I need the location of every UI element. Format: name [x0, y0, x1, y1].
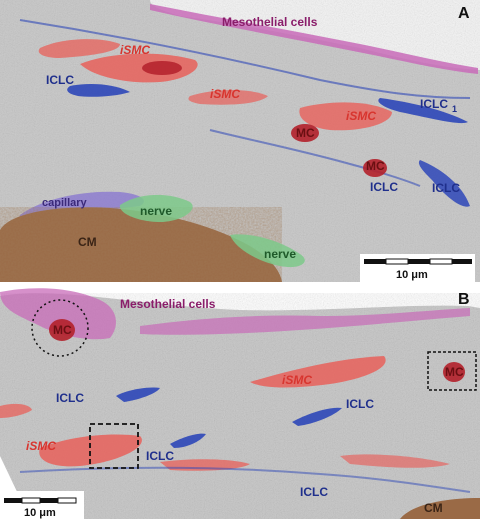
panel-a: A Mesothelial cells iSMC iSMC iSMC ICLC …	[0, 0, 480, 282]
ismc-shape-4	[299, 102, 392, 131]
iclc-label-2: ICLC	[346, 397, 374, 411]
nerve-shape-1	[119, 194, 193, 222]
iclc-shape-2	[378, 98, 468, 124]
ismc-highlight-box	[89, 423, 139, 469]
panel-letter: B	[458, 291, 470, 308]
mc-shape-2	[363, 159, 387, 177]
iclc-label-2: ICLC	[420, 97, 448, 111]
panel-b: B Mesothelial cells MC MC iSMC iSMC ICLC…	[0, 286, 480, 519]
iclc-label-2-subscript: 1	[452, 104, 457, 114]
mc-label-2: MC	[366, 159, 385, 173]
mesothelial-shape-1	[0, 288, 116, 340]
mc-label-2: MC	[445, 365, 464, 379]
mc-label-1: MC	[53, 323, 72, 337]
mesothelial-label: Mesothelial cells	[120, 297, 216, 311]
scale-bar: 10 μm	[360, 254, 475, 282]
panel-letter: A	[458, 5, 470, 22]
iclc-process-1	[19, 19, 471, 99]
ismc-label-1: iSMC	[120, 43, 150, 57]
ismc-shape-3	[0, 403, 32, 418]
mesothelial-shape-2	[140, 308, 470, 335]
nerve-shape-2	[230, 234, 305, 268]
iclc-shape-3	[418, 160, 470, 207]
ismc-shape-2	[39, 434, 142, 467]
iclc-label-3: ICLC	[370, 180, 398, 194]
ismc-shape-5	[340, 454, 450, 468]
iclc-label-4: ICLC	[432, 181, 460, 195]
ismc-label-3: iSMC	[346, 109, 376, 123]
iclc-shape-1	[116, 387, 160, 402]
nerve-label-1: nerve	[140, 204, 172, 218]
iclc-shape-2	[292, 407, 342, 426]
cm-label: CM	[78, 235, 97, 249]
ismc-shape-3	[188, 90, 268, 105]
iclc-shape-1	[67, 84, 130, 97]
mc-highlight-circle	[31, 299, 89, 357]
nerve-label-2: nerve	[264, 247, 296, 261]
cm-label: CM	[424, 501, 443, 515]
ismc-shape-2	[80, 53, 198, 83]
scale-label: 10 μm	[24, 507, 56, 519]
iclc-label-1: ICLC	[56, 391, 84, 405]
mc-shape-2	[443, 362, 465, 382]
mc-highlight-box	[427, 351, 477, 391]
scale-label: 10 μm	[396, 269, 428, 281]
panel-b-micrograph: B Mesothelial cells MC MC iSMC iSMC ICLC…	[0, 286, 480, 519]
ismc-label-2: iSMC	[210, 87, 240, 101]
cardiomyocyte-texture	[0, 207, 282, 282]
mc-label-1: MC	[296, 126, 315, 140]
mesothelial-layer	[150, 4, 478, 74]
mc-shape-1	[291, 124, 319, 142]
iclc-label-4: ICLC	[300, 485, 328, 499]
ismc-label-2: iSMC	[26, 439, 56, 453]
iclc-label-3: ICLC	[146, 449, 174, 463]
ismc-nucleus-1	[142, 61, 182, 75]
capillary-label: capillary	[42, 197, 88, 209]
iclc-label-1: ICLC	[46, 73, 74, 87]
cardiomyocyte-shape	[400, 498, 480, 519]
mc-shape-1	[49, 319, 75, 341]
mesothelial-label: Mesothelial cells	[222, 15, 318, 29]
ismc-shape-1	[38, 39, 120, 58]
ismc-shape-1	[250, 356, 386, 388]
panel-a-micrograph: A Mesothelial cells iSMC iSMC iSMC ICLC …	[0, 0, 480, 282]
ismc-label-1: iSMC	[282, 373, 312, 387]
scale-bar: 10 μm	[0, 491, 84, 519]
iclc-process-2	[209, 129, 421, 187]
iclc-shape-3	[170, 433, 206, 448]
